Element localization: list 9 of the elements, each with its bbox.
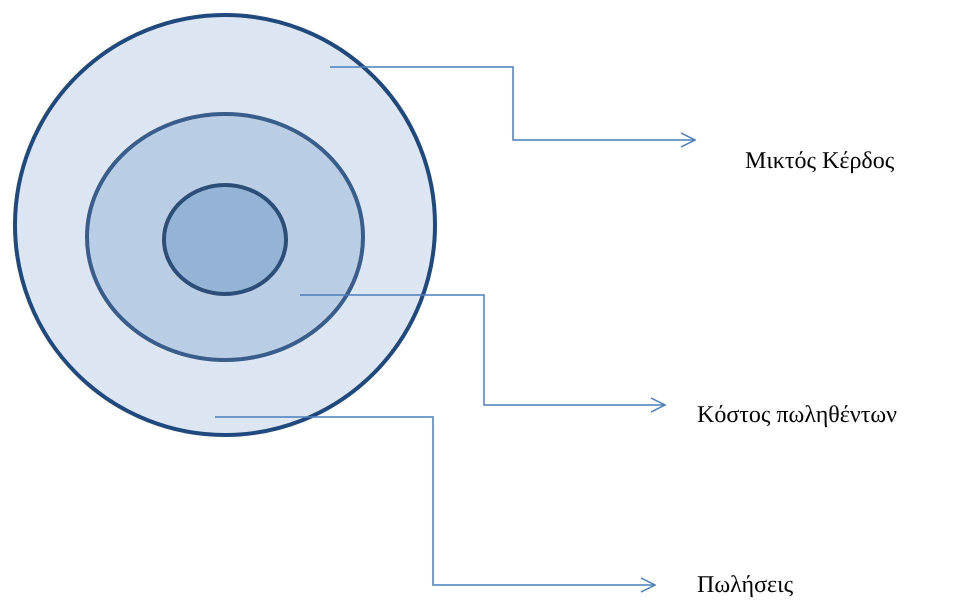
text-label: Πωλήσεις bbox=[697, 570, 794, 600]
text-label: Κόστος πωληθέντων bbox=[697, 400, 898, 430]
arrow bbox=[330, 66, 696, 148]
arrow bbox=[215, 416, 656, 593]
ring-ellipse bbox=[85, 112, 365, 362]
ring-ellipse bbox=[162, 183, 288, 296]
ring-ellipse bbox=[13, 13, 437, 437]
arrow bbox=[300, 294, 666, 413]
text-label: Μικτός Κέρδος bbox=[745, 146, 894, 176]
